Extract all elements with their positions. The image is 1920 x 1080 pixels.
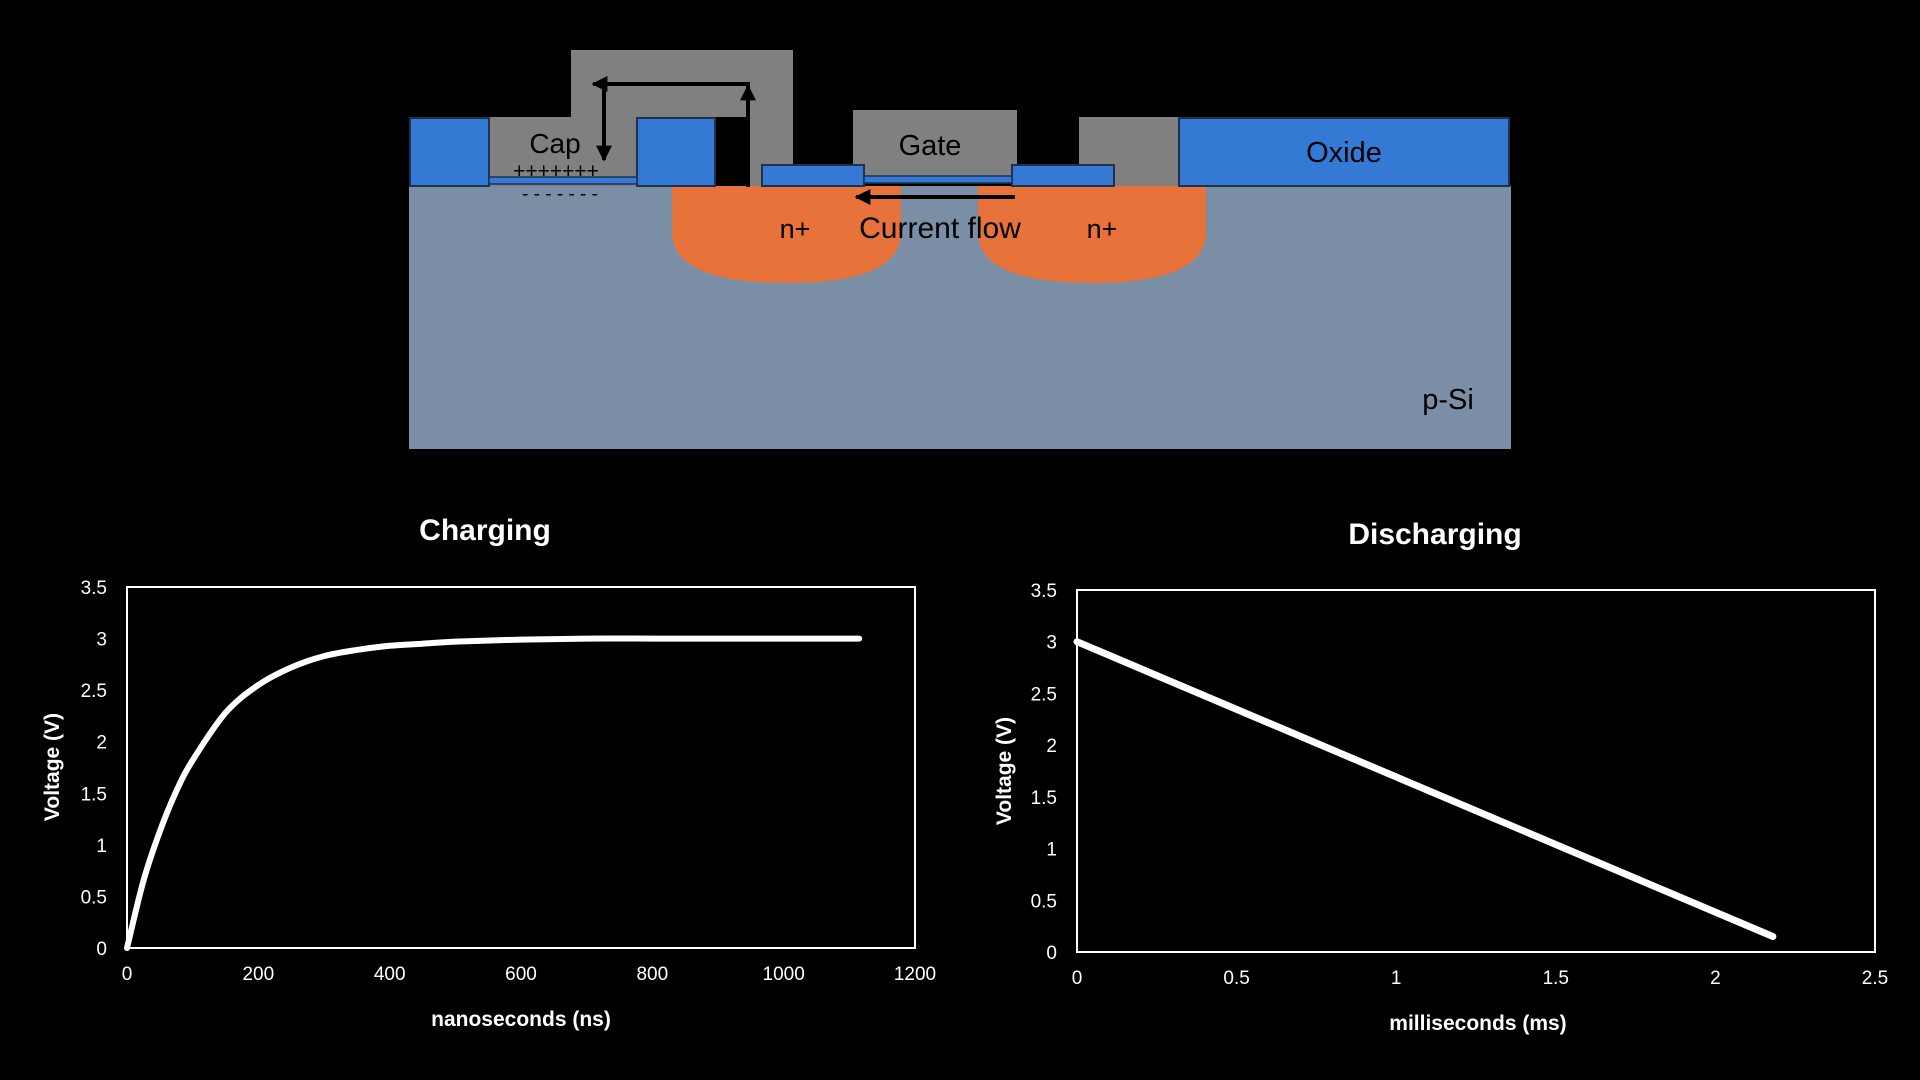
x-tick-label: 2.5 [1862,968,1888,989]
oxide-large [1178,117,1510,187]
x-tick-label: 1000 [763,964,805,985]
y-tick-label: 3 [1046,633,1057,654]
dram-cell-diagram: Cap Gate Oxide +++++++ - - - - - - - n+ … [409,50,1511,449]
y-tick-label: 3.5 [81,578,107,599]
y-tick-label: 3.5 [1031,581,1057,602]
y-tick-label: 1.5 [1031,788,1057,809]
n-plus-right-label: n+ [1087,214,1118,244]
gate-label: Gate [899,130,962,162]
y-tick-label: 0 [1046,943,1057,964]
charging-voltage-line [124,635,863,951]
cap-label: Cap [529,128,580,159]
x-tick-label: 600 [505,964,537,985]
substrate-region [409,186,1511,449]
y-tick-label: 0.5 [1031,891,1057,912]
plot-frame [126,586,916,949]
y-tick-label: 2 [1046,736,1057,757]
x-tick-label: 1200 [894,964,936,985]
x-tick-label: 1.5 [1543,968,1569,989]
plot-frame [1076,589,1876,953]
y-axis-label: Voltage (V) [41,713,64,821]
chart-title: Discharging [1348,518,1521,551]
y-tick-label: 2.5 [81,681,107,702]
discharging-chart: Discharging 0 0.5 1 1.5 2 2.5 3 3.5 0 0.5 1 1.5 2 2.… [993,518,1888,1035]
n-plus-left-label: n+ [780,214,811,244]
charging-chart: Charging 0 0.5 1 1.5 2 2.5 3 3.5 0 200 400 600 800 1… [41,514,936,1031]
oxide-between [636,117,716,187]
y-tick-label: 0 [96,939,107,960]
y-tick-label: 0.5 [81,887,107,908]
gate-metal [853,110,1017,176]
x-tick-label: 1 [1391,968,1402,989]
y-tick-label: 1 [1046,840,1057,861]
x-axis-label: milliseconds (ms) [1389,1012,1566,1035]
n-plus-well-left [672,186,901,283]
x-tick-label: 0.5 [1223,968,1249,989]
x-tick-label: 800 [636,964,668,985]
x-tick-labels: 0 0.5 1 1.5 2 2.5 [1072,968,1889,989]
x-tick-labels: 0 200 400 600 800 1000 1200 [122,964,936,985]
discharging-voltage-line [1073,638,1777,940]
x-tick-label: 200 [242,964,274,985]
x-tick-label: 2 [1710,968,1721,989]
y-tick-labels: 0 0.5 1 1.5 2 2.5 3 3.5 [81,578,107,960]
y-tick-label: 2.5 [1031,684,1057,705]
x-tick-label: 400 [374,964,406,985]
y-tick-label: 3 [96,630,107,651]
capacitor-dielectric [488,176,638,185]
substrate-label: p-Si [1422,384,1474,416]
oxide-label: Oxide [1306,137,1382,169]
y-tick-label: 2 [96,733,107,754]
thin-oxide-source [761,164,865,187]
y-tick-label: 1 [96,836,107,857]
plus-charges: +++++++ [513,160,599,183]
chart-title: Charging [419,514,551,547]
current-flow-label: Current flow [859,212,1021,245]
gate-dielectric [863,175,1013,184]
x-tick-label: 0 [122,964,133,985]
x-axis-label: nanoseconds (ns) [431,1008,611,1031]
x-tick-label: 0 [1072,968,1083,989]
minus-charges: - - - - - - - [522,184,598,205]
y-tick-labels: 0 0.5 1 1.5 2 2.5 3 3.5 [1031,581,1057,964]
n-plus-well-right [978,186,1206,283]
oxide-left [409,117,490,187]
thin-oxide-drain [1011,164,1115,187]
y-axis-label: Voltage (V) [993,717,1016,825]
y-tick-label: 1.5 [81,784,107,805]
